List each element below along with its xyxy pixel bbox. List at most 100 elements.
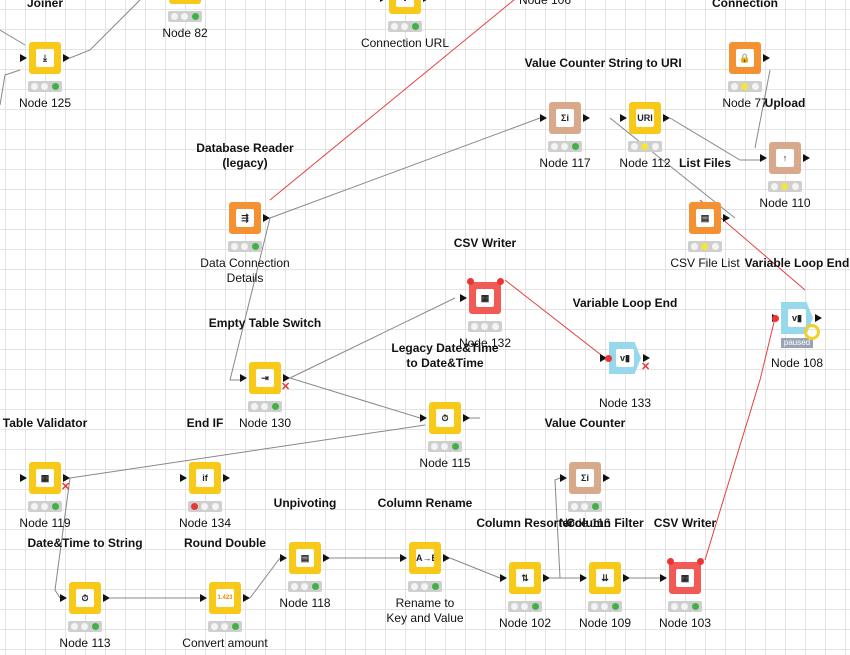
node-body[interactable]: ⏱ (69, 582, 101, 614)
node-label: Node 118 (279, 596, 331, 610)
node-body[interactable]: ▤ (289, 542, 321, 574)
output-port[interactable] (263, 214, 270, 222)
input-port[interactable] (240, 374, 247, 382)
node-body[interactable]: Σi (569, 462, 601, 494)
input-port[interactable] (200, 594, 207, 602)
output-port[interactable] (283, 374, 290, 382)
input-port[interactable] (540, 114, 547, 122)
output-port[interactable] (103, 594, 110, 602)
status-lights (228, 241, 262, 252)
node-title: Variable Loop End (572, 296, 678, 310)
node-title: Column Filter (566, 516, 644, 530)
input-port[interactable] (620, 114, 627, 122)
node-body[interactable]: 1.423 (209, 582, 241, 614)
output-port[interactable] (663, 114, 670, 122)
flow-variable-port[interactable] (605, 355, 612, 362)
data-connection[interactable] (289, 377, 421, 419)
flow-variable-port[interactable] (667, 558, 674, 565)
clock-icon: ⏱ (436, 409, 454, 427)
node-body[interactable] (169, 0, 201, 4)
variable-loop-end-icon: v▮ (616, 349, 634, 367)
input-port[interactable] (20, 54, 27, 62)
node-body[interactable]: ▦ (469, 282, 501, 314)
input-port[interactable] (500, 574, 507, 582)
output-port[interactable] (543, 574, 550, 582)
output-port[interactable] (583, 114, 590, 122)
output-port[interactable] (323, 554, 330, 562)
input-port[interactable] (600, 354, 607, 362)
data-connection[interactable] (449, 557, 501, 579)
node-body[interactable]: ⏱ (429, 402, 461, 434)
output-port[interactable] (223, 474, 230, 482)
input-port[interactable] (660, 574, 667, 582)
node-title: CSV Writer (653, 516, 717, 530)
status-lights (408, 581, 442, 592)
node-body[interactable]: A→B (409, 542, 441, 574)
output-port[interactable] (723, 214, 730, 222)
node-label: Node 130 (238, 416, 292, 430)
flow-variable-port[interactable] (467, 278, 474, 285)
node-label: Node 108 (770, 356, 824, 370)
end-if-icon: if (196, 469, 214, 487)
node-body[interactable]: ⇥ (249, 362, 281, 394)
status-lights (568, 501, 602, 512)
node-body[interactable]: ⇊ (589, 562, 621, 594)
node-body[interactable]: if (189, 462, 221, 494)
node-body[interactable]: 🔒 (729, 42, 761, 74)
input-port[interactable] (460, 294, 467, 302)
column-filter-icon: ⇊ (596, 569, 614, 587)
input-port[interactable] (580, 574, 587, 582)
round-double-icon: 1.423 (216, 589, 234, 607)
node-body[interactable]: Σi (549, 102, 581, 134)
input-port[interactable] (560, 474, 567, 482)
node-body[interactable]: ▤ (689, 202, 721, 234)
node-body[interactable]: URI (629, 102, 661, 134)
data-connection[interactable] (249, 557, 281, 599)
output-port[interactable] (463, 414, 470, 422)
node-body[interactable]: v (389, 0, 421, 14)
output-port[interactable] (63, 474, 70, 482)
flow-variable-port[interactable] (697, 558, 704, 565)
status-lights (208, 621, 242, 632)
flow-variable-port[interactable] (772, 315, 779, 322)
node-body[interactable]: v▮ (609, 342, 641, 374)
data-connection[interactable] (0, 29, 26, 46)
status-lights (28, 81, 62, 92)
input-port[interactable] (280, 554, 287, 562)
output-port[interactable] (243, 594, 250, 602)
inactive-port-icon: ✕ (281, 381, 291, 393)
output-port[interactable] (803, 154, 810, 162)
output-port[interactable] (603, 474, 610, 482)
node-body[interactable]: ▦ (669, 562, 701, 594)
node-title: Round Double (184, 536, 266, 550)
node-body[interactable]: ▦ (29, 462, 61, 494)
flow-variable-port[interactable] (497, 278, 504, 285)
input-port[interactable] (380, 0, 387, 2)
output-port[interactable] (623, 574, 630, 582)
node-title: Value Counter (524, 56, 606, 70)
node-body[interactable]: ⇅ (509, 562, 541, 594)
output-port[interactable] (643, 354, 650, 362)
node-body[interactable]: ⇶ (229, 202, 261, 234)
node-title: Variable Loop End (744, 256, 850, 270)
output-port[interactable] (815, 314, 822, 322)
node-label: Node 103 (658, 616, 712, 630)
node-body[interactable]: v▮ (781, 302, 813, 334)
input-port[interactable] (60, 594, 67, 602)
data-connection[interactable] (669, 117, 760, 161)
input-port[interactable] (420, 414, 427, 422)
output-port[interactable] (63, 54, 70, 62)
input-port[interactable] (760, 154, 767, 162)
loop-paused-icon (804, 324, 820, 340)
variable-icon: v (396, 0, 414, 7)
input-port[interactable] (20, 474, 27, 482)
node-body[interactable]: ↑ (769, 142, 801, 174)
output-port[interactable] (423, 0, 430, 2)
output-port[interactable] (443, 554, 450, 562)
input-port[interactable] (180, 474, 187, 482)
input-port[interactable] (400, 554, 407, 562)
node-body[interactable]: ⤓ (29, 42, 61, 74)
output-port[interactable] (763, 54, 770, 62)
lock-icon: 🔒 (736, 49, 754, 67)
